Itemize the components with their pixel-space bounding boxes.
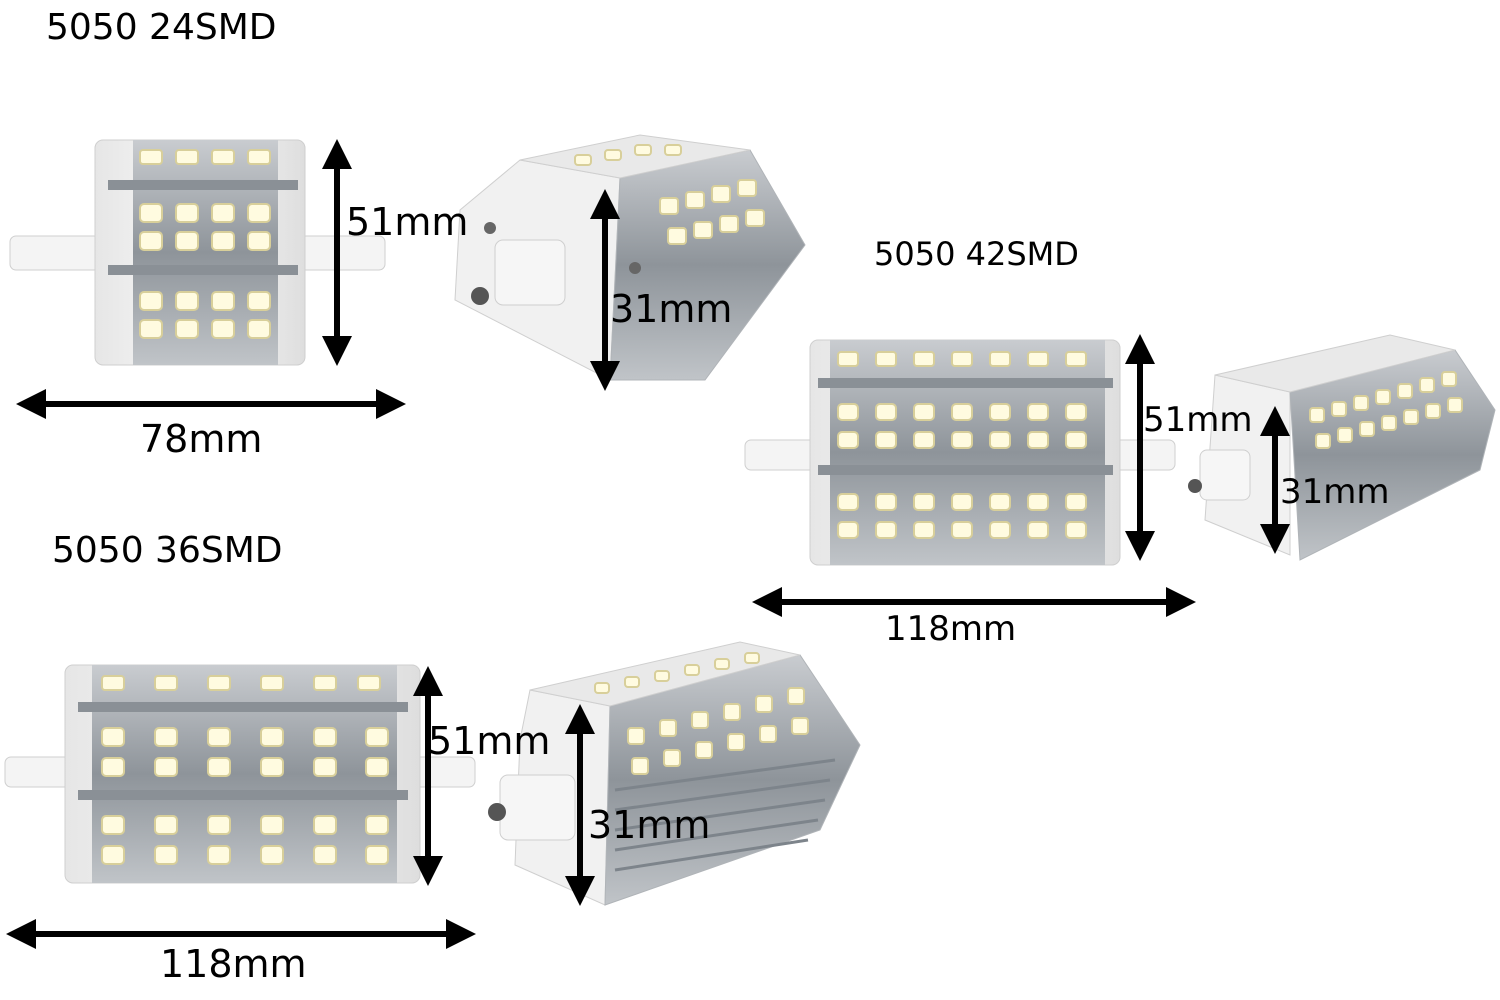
- lamp-24smd-front: [9, 139, 386, 366]
- lamp-42smd-front: [744, 339, 1176, 566]
- lamp-42smd-angled: [1188, 334, 1496, 561]
- length-label-42smd: 118mm: [885, 609, 1017, 649]
- title-36smd: 5050 36SMD: [52, 530, 283, 571]
- length-label-36smd: 118mm: [160, 942, 307, 986]
- lamp-36smd-front: [4, 664, 476, 884]
- title-24smd: 5050 24SMD: [46, 7, 277, 48]
- height-label-36smd: 51mm: [428, 719, 551, 763]
- lamp-36smd-angled: [488, 641, 861, 906]
- length-label-24smd: 78mm: [140, 417, 263, 461]
- height-label-42smd: 51mm: [1143, 400, 1253, 440]
- lamp-24smd-angled: [454, 134, 806, 381]
- depth-label-36smd: 31mm: [588, 803, 711, 847]
- title-42smd: 5050 42SMD: [874, 235, 1079, 273]
- dimension-arrows: [5, 139, 1290, 949]
- depth-label-42smd: 31mm: [1280, 472, 1390, 512]
- depth-label-24smd: 31mm: [610, 287, 733, 331]
- height-label-24smd: 51mm: [346, 200, 469, 244]
